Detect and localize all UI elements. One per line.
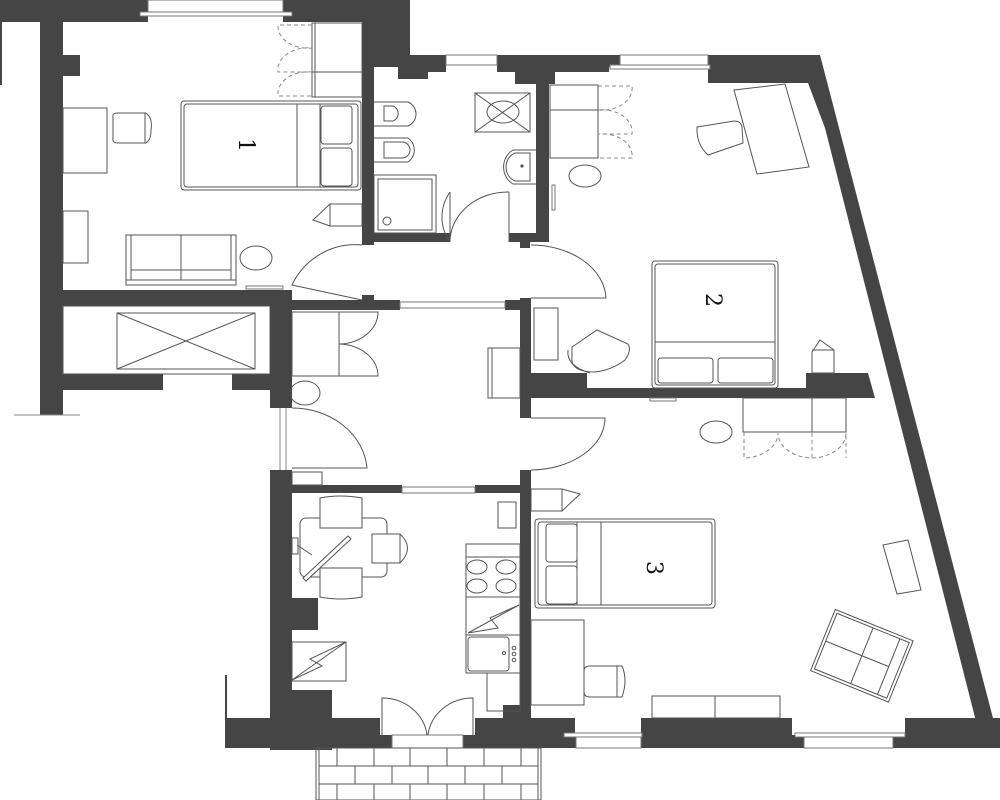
room-bedroom-1: 1 (62, 22, 363, 286)
desk-icon (733, 83, 810, 175)
nightstand-icon (312, 203, 363, 227)
shower-icon (373, 174, 437, 234)
armchair-icon (571, 329, 630, 373)
wardrobe-icon (291, 311, 340, 377)
desk-icon (62, 107, 108, 174)
nightstand-icon (530, 488, 581, 512)
balcony (315, 747, 542, 800)
windows (139, 0, 906, 749)
wardrobe-icon (311, 22, 363, 98)
desk-icon (530, 619, 585, 706)
storage-unit-icon (116, 312, 256, 370)
toilet-icon (374, 101, 417, 127)
bidet-icon (374, 137, 415, 163)
washing-machine-icon (474, 92, 531, 133)
room-storage (62, 305, 271, 375)
single-bed-icon (180, 100, 362, 191)
room-bedroom-3: 3 (530, 397, 922, 719)
chair-icon (696, 120, 744, 156)
wardrobe-icon (549, 84, 599, 159)
sink-icon (465, 634, 521, 674)
side-table-icon (289, 380, 321, 406)
refrigerator-icon (465, 596, 521, 636)
side-table-icon (568, 164, 602, 188)
washbasin-icon (503, 149, 536, 185)
doors (279, 191, 607, 736)
counter-icon (486, 672, 521, 712)
single-bed-icon (534, 518, 716, 609)
side-table-icon (699, 420, 733, 444)
shelf-icon (882, 539, 922, 595)
room-kitchen (291, 495, 521, 712)
room-hallway (289, 311, 521, 486)
chair-icon (583, 665, 626, 698)
tv-unit-icon (651, 695, 781, 719)
room-label-3: 3 (641, 561, 666, 575)
sofa-icon (125, 234, 237, 286)
wardrobe-icon (742, 397, 847, 433)
chair-icon (112, 112, 152, 144)
cabinet-icon (497, 501, 517, 529)
coat-rack-icon (487, 347, 521, 399)
side-table-icon (239, 245, 273, 271)
dining-table-icon (291, 495, 408, 600)
nightstand-icon (811, 339, 835, 374)
room-label-1: 1 (233, 138, 258, 152)
sofa-icon (809, 608, 914, 703)
room-bedroom-2: 2 (533, 83, 835, 389)
stove-icon (465, 543, 521, 598)
walls (0, 0, 1000, 750)
room-bathroom (373, 92, 536, 234)
room-label-2: 2 (700, 293, 725, 307)
appliance-icon (291, 641, 347, 682)
double-bed-icon (651, 260, 779, 389)
